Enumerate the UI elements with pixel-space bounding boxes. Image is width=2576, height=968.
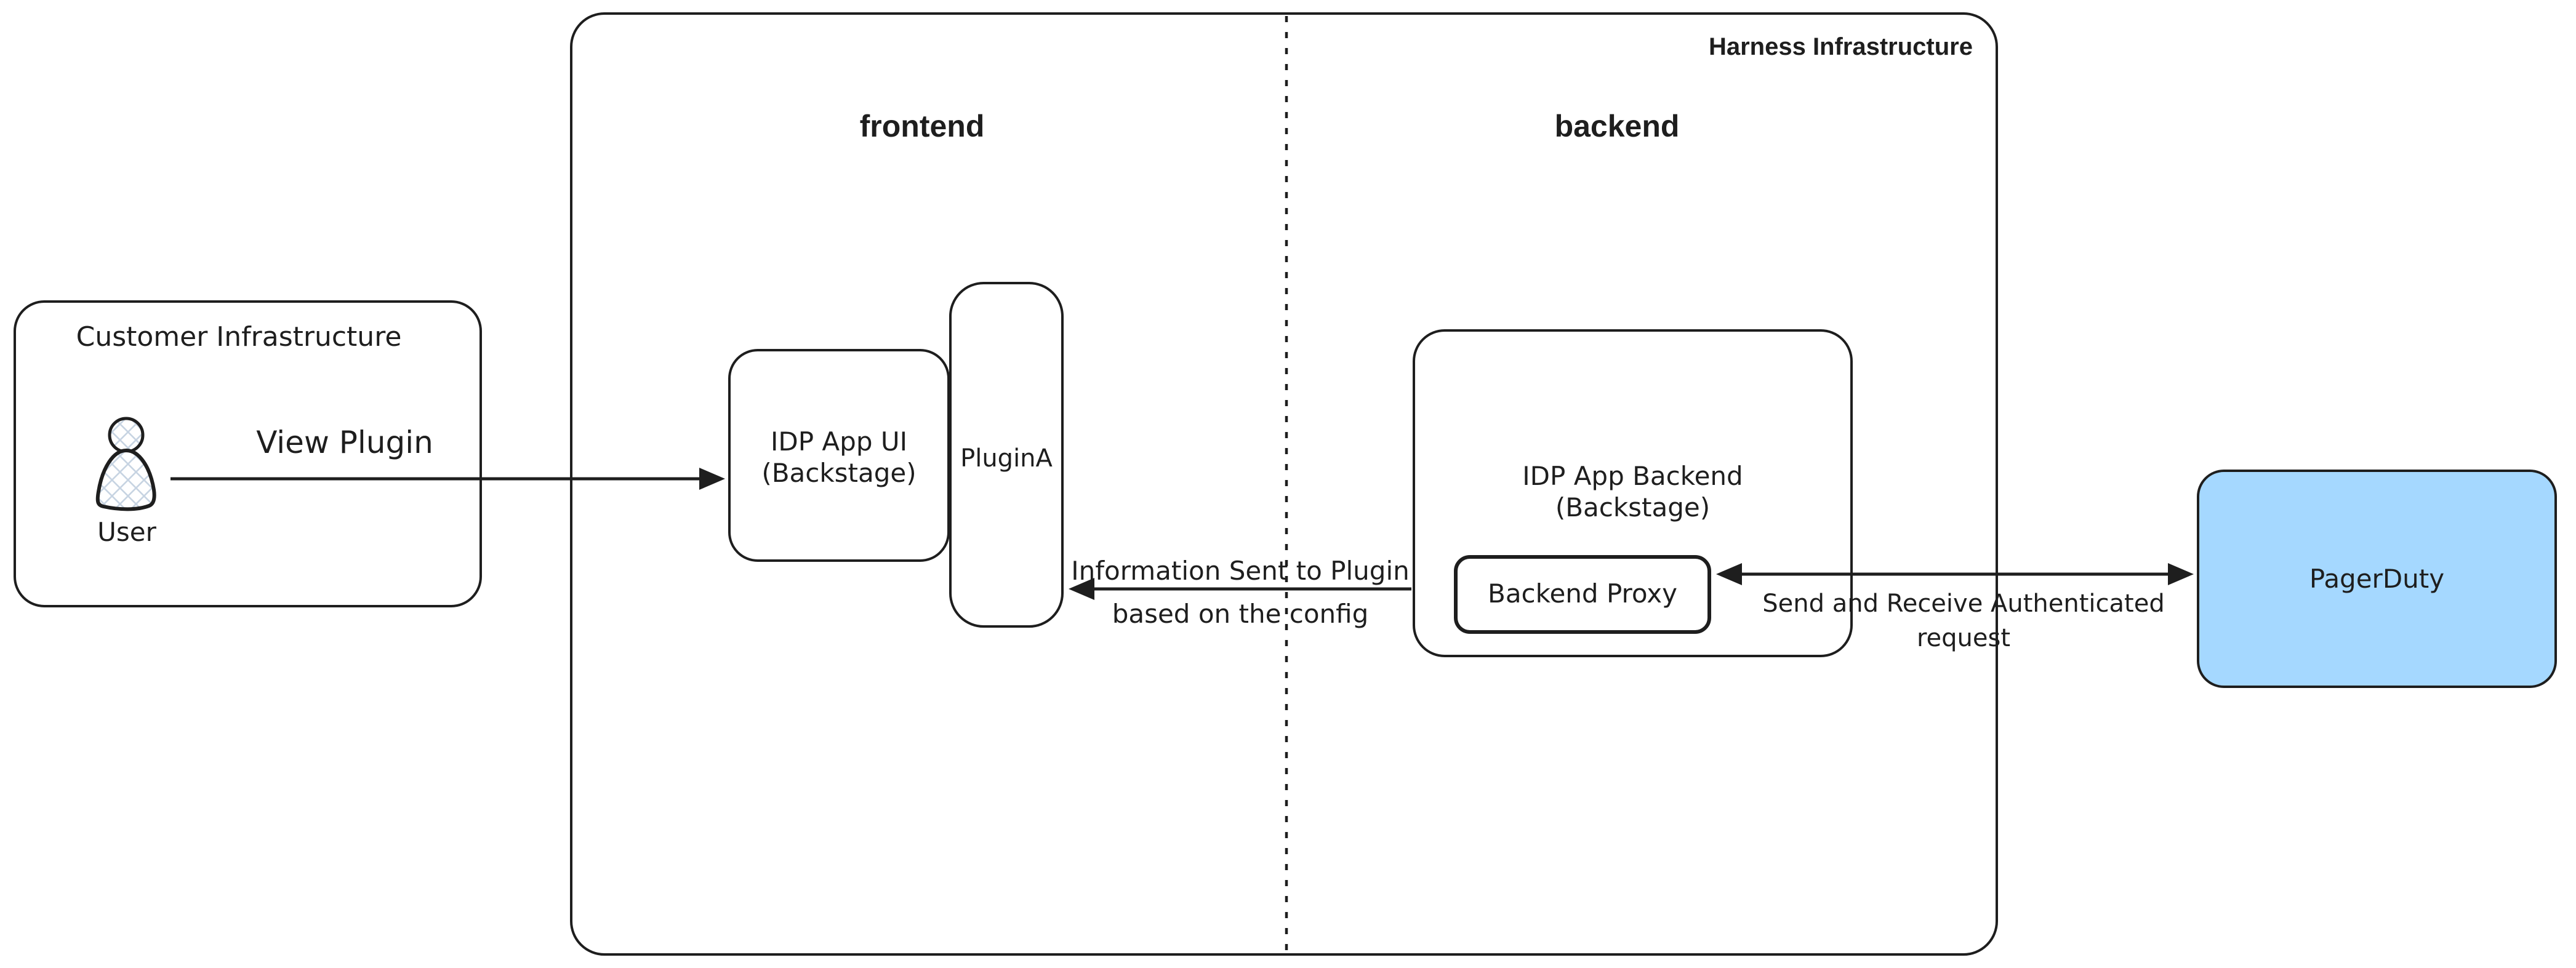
plugin-a-node bbox=[949, 282, 1064, 628]
customer-infrastructure-label: Customer Infrastructure bbox=[76, 321, 402, 353]
plugin-a-label: PluginA bbox=[960, 444, 1053, 473]
send-receive-label-line1: Send and Receive Authenticated bbox=[1762, 590, 2165, 618]
idp-app-backend-label: IDP App Backend (Backstage) bbox=[1413, 460, 1853, 523]
info-arrow-label-line2: based on the config bbox=[1112, 599, 1369, 629]
idp-app-ui-label-line2: (Backstage) bbox=[761, 458, 917, 489]
frontend-zone-label: frontend bbox=[859, 109, 985, 143]
backend-zone-label: backend bbox=[1554, 109, 1680, 143]
view-plugin-label: View Plugin bbox=[256, 425, 433, 460]
idp-app-ui-node bbox=[728, 349, 950, 562]
idp-app-backend-label-line1: IDP App Backend bbox=[1522, 461, 1743, 491]
user-label: User bbox=[97, 517, 156, 547]
idp-app-backend-label-line2: (Backstage) bbox=[1555, 492, 1711, 523]
customer-infrastructure-box bbox=[14, 300, 482, 607]
idp-app-ui-label-line1: IDP App UI bbox=[771, 426, 907, 457]
backend-proxy-node bbox=[1454, 555, 1711, 634]
backend-proxy-label: Backend Proxy bbox=[1488, 578, 1677, 609]
pagerduty-node bbox=[2197, 470, 2557, 688]
pagerduty-label: PagerDuty bbox=[2309, 564, 2445, 594]
send-receive-label-line2: request bbox=[1916, 624, 2011, 652]
info-arrow-label-line1: Information Sent to Plugin bbox=[1071, 556, 1410, 586]
harness-infrastructure-label: Harness Infrastructure bbox=[1708, 33, 1973, 60]
idp-app-ui-label: IDP App UI (Backstage) bbox=[728, 426, 950, 489]
